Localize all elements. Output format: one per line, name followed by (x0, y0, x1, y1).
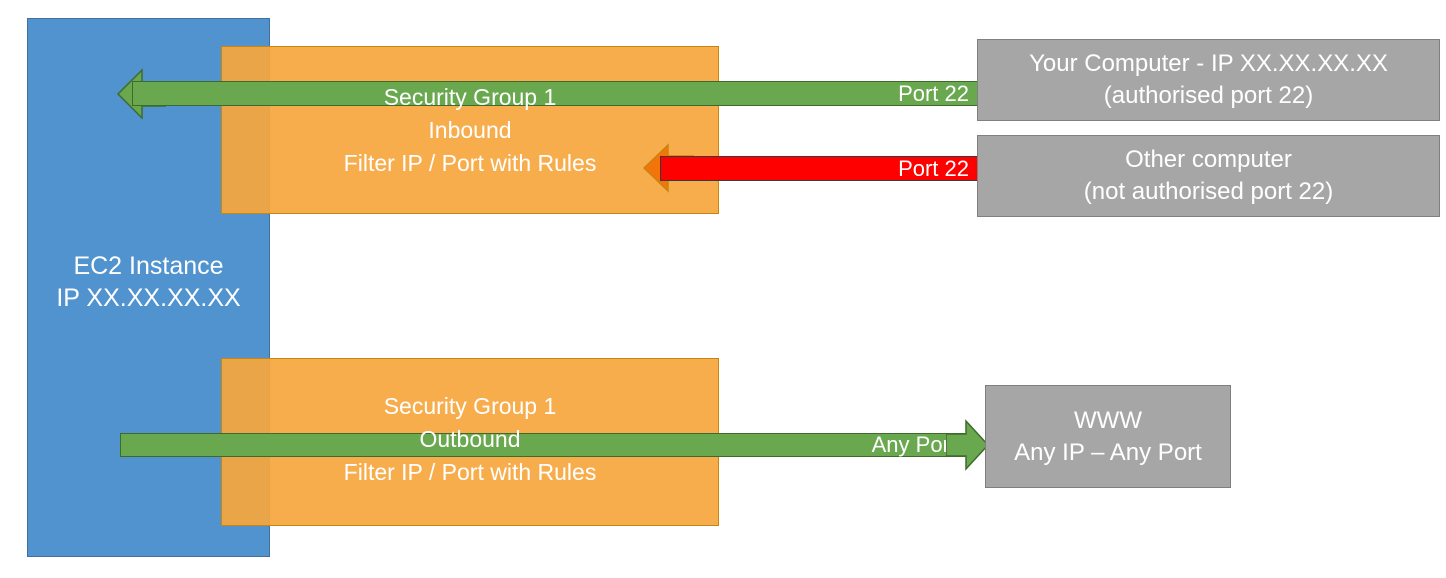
endpoint-your-computer-line2: (authorised port 22) (1103, 82, 1314, 109)
endpoint-other-computer-line2: (not authorised port 22) (1083, 178, 1334, 205)
endpoint-www: WWW Any IP – Any Port (985, 385, 1231, 488)
outbound-allowed-arrowhead-icon (945, 418, 990, 472)
inbound-allowed-connector: Port 22 (132, 81, 978, 106)
security-group-inbound-box (221, 46, 719, 214)
inbound-blocked-connector: Port 22 (660, 156, 978, 181)
endpoint-www-line1: WWW (1074, 406, 1142, 434)
endpoint-other-computer-line1: Other computer (1125, 146, 1292, 173)
endpoint-other-computer: Other computer (not authorised port 22) (977, 135, 1440, 217)
endpoint-your-computer: Your Computer - IP XX.XX.XX.XX (authoris… (977, 39, 1440, 121)
outbound-allowed-port-label: Any Port (871, 432, 956, 457)
inbound-allowed-port-label: Port 22 (898, 80, 969, 106)
endpoint-www-line2: Any IP – Any Port (1014, 438, 1202, 466)
inbound-blocked-port-label: Port 22 (898, 155, 969, 181)
endpoint-your-computer-line1: Your Computer - IP XX.XX.XX.XX (1029, 50, 1388, 77)
outbound-allowed-connector: Any Port (120, 433, 965, 457)
